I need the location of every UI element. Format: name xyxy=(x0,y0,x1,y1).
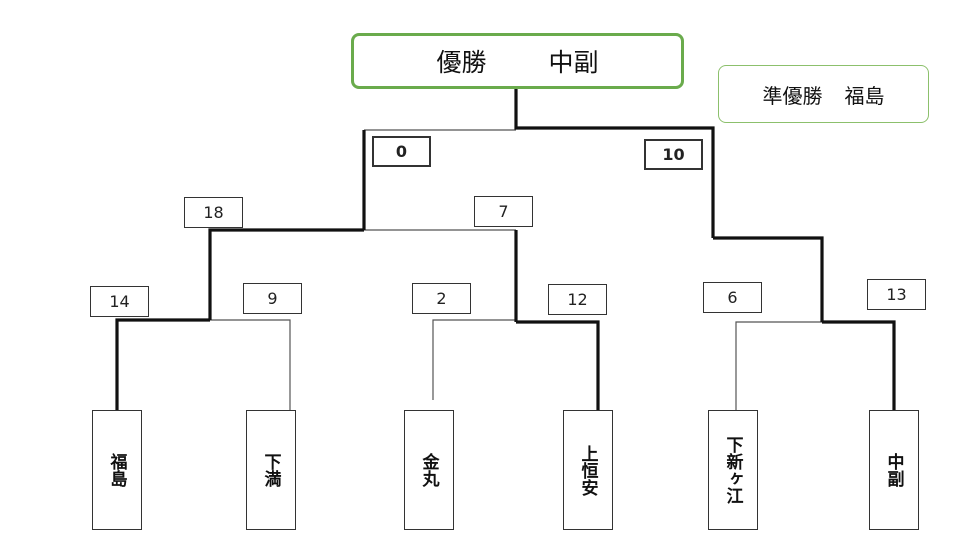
line-kanamaru xyxy=(432,319,516,400)
r1-score-nakazoe: 13 xyxy=(867,279,926,310)
r1-score-fukushima: 14 xyxy=(90,286,149,317)
champion-box: 優勝 中副 xyxy=(351,33,684,89)
team-kamitsuneyasu: 上恒安 xyxy=(563,410,613,530)
team-nakazoe: 中副 xyxy=(869,410,919,530)
team-shimomitsu: 下満 xyxy=(246,410,296,530)
semi-score-right: 7 xyxy=(474,196,533,227)
line-nakazoe xyxy=(822,320,896,410)
champion-label: 優勝 xyxy=(436,48,487,77)
final-score-right: 10 xyxy=(644,139,703,170)
r1-score-shimomitsu: 9 xyxy=(243,283,302,314)
team-fukushima: 福島 xyxy=(92,410,142,530)
line-shimomitsu xyxy=(210,319,291,410)
line-shimoshingae xyxy=(735,321,822,410)
line-fukushima xyxy=(115,318,210,410)
semi-score-left: 18 xyxy=(184,197,243,228)
line-semi-left-winner xyxy=(208,228,364,320)
runner-up-name: 福島 xyxy=(844,83,885,108)
r1-score-kamitsuneyasu: 12 xyxy=(548,284,607,315)
line-semi-right-winner xyxy=(713,236,824,322)
r1-score-shimoshingae: 6 xyxy=(703,282,762,313)
runner-up-box: 準優勝 福島 xyxy=(718,65,929,123)
line-kamitsuneyasu xyxy=(516,320,600,410)
final-score-left: 0 xyxy=(372,136,431,167)
team-kanamaru: 金丸 xyxy=(404,410,454,530)
team-shimoshingae: 下新ヶ江 xyxy=(708,410,758,530)
runner-up-label: 準優勝 xyxy=(762,83,823,108)
r1-score-kanamaru: 2 xyxy=(412,283,471,314)
line-final-right xyxy=(514,89,715,238)
champion-name: 中副 xyxy=(548,48,599,77)
